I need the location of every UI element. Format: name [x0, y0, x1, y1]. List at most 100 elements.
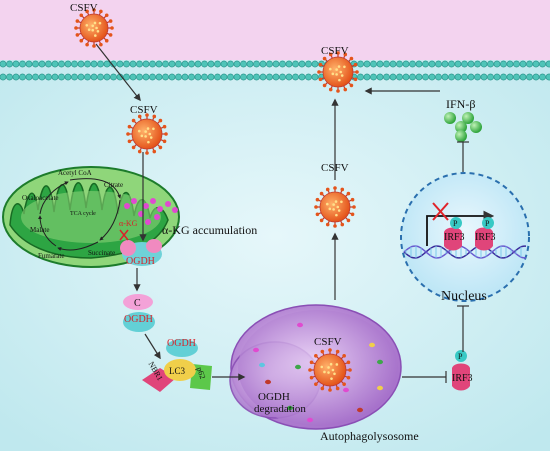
membrane-head-inner	[19, 73, 26, 81]
degraded-fragment	[369, 342, 375, 348]
succinate-label: Succinate	[88, 249, 115, 257]
alpha-kg-dot	[172, 207, 178, 213]
membrane-head-inner	[58, 73, 65, 81]
membrane-head-inner	[532, 73, 540, 81]
membrane-head-inner	[162, 73, 169, 81]
membrane-head-inner	[97, 73, 104, 81]
acetyl-coa-label: Acetyl CoA	[58, 169, 92, 177]
degraded-fragment	[357, 407, 363, 413]
membrane-head-outer	[279, 60, 286, 68]
dna-strand-2	[403, 245, 526, 259]
autophagolysosome-label: Autophagolysosome	[320, 429, 419, 443]
membrane-head-outer	[188, 60, 195, 68]
membrane-head-inner	[240, 73, 247, 81]
membrane-head-inner	[207, 73, 215, 81]
csfv-cytoplasm-icon	[314, 186, 356, 228]
membrane-head-outer	[415, 60, 423, 68]
membrane-head-inner	[0, 73, 7, 81]
phospho-left-icon	[450, 217, 462, 229]
membrane-head-inner	[25, 73, 33, 81]
ifn-beta-molecule	[455, 121, 467, 133]
membrane-head-outer	[123, 60, 130, 68]
membrane-head-inner	[357, 73, 364, 81]
ogdh-red-x-icon	[119, 229, 129, 241]
membrane-head-inner	[422, 73, 429, 81]
degraded-fragment	[377, 385, 383, 391]
ifn-beta-label: IFN-β	[446, 97, 475, 111]
ogdh-mito-label: OGDH	[126, 256, 155, 267]
membrane-head-outer	[422, 60, 429, 68]
phospho-cytoplasm-icon	[455, 350, 467, 362]
membrane-head-outer	[396, 60, 403, 68]
membrane-head-outer	[428, 60, 436, 68]
membrane-head-outer	[168, 60, 176, 68]
degraded-fragment	[259, 362, 265, 368]
lc3-label: LC3	[169, 366, 186, 376]
irf3-right-label: IRF3	[475, 232, 496, 243]
membrane-head-outer	[259, 60, 267, 68]
irf3-left-label: IRF3	[444, 232, 465, 243]
malate-label: Malate	[30, 226, 49, 234]
membrane-head-inner	[220, 73, 228, 81]
membrane-head-outer	[77, 60, 85, 68]
membrane-head-outer	[103, 60, 111, 68]
membrane-head-inner	[175, 73, 182, 81]
membrane-head-inner	[214, 73, 221, 81]
membrane-head-inner	[194, 73, 202, 81]
membrane-head-outer	[90, 60, 98, 68]
ogdh-mitochondrial: OGDH	[120, 239, 162, 267]
membrane-head-outer	[142, 60, 150, 68]
membrane-head-inner	[539, 73, 546, 81]
membrane-head-inner	[149, 73, 156, 81]
membrane-head-outer	[162, 60, 169, 68]
alpha-kg-dot	[143, 203, 149, 209]
csfv-particles	[74, 8, 359, 392]
inhibition-cross-icon	[432, 202, 449, 221]
tca-cycle	[38, 178, 122, 251]
csfv-autophagolysosome-icon	[308, 348, 352, 392]
membrane-head-outer	[194, 60, 202, 68]
csfv-extracellular-label: CSFV	[70, 2, 98, 14]
irf3-nuclear-right: IRF3 P	[475, 217, 496, 251]
csfv-entered-icon	[126, 113, 168, 155]
membrane-head-outer	[240, 60, 247, 68]
p62-label: p62	[195, 366, 208, 380]
degraded-fragment	[265, 379, 271, 385]
membrane-head-inner	[279, 73, 286, 81]
alpha-kg-dot	[165, 201, 171, 207]
citrate-label: Citrate	[104, 181, 123, 189]
membrane-head-outer	[129, 60, 137, 68]
membrane-head-outer	[545, 60, 550, 68]
membrane-head-outer	[201, 60, 208, 68]
membrane-head-inner	[500, 73, 507, 81]
degraded-fragment	[253, 347, 259, 353]
membrane-head-inner	[519, 73, 527, 81]
membrane-head-inner	[12, 73, 20, 81]
membrane-head-outer	[532, 60, 540, 68]
complex-ogdh-label: OGDH	[124, 314, 153, 325]
ogdh-degradation-label-2: degradation	[254, 403, 306, 415]
ogdh-degradation-label-1: OGDH	[258, 391, 290, 403]
ifn-beta-molecule	[462, 112, 474, 124]
alpha-kg-dot	[150, 198, 156, 204]
membrane-head-outer	[513, 60, 520, 68]
membrane-head-inner	[227, 73, 234, 81]
membrane-head-inner	[370, 73, 377, 81]
membrane-head-outer	[285, 60, 293, 68]
membrane-head-inner	[409, 73, 416, 81]
membrane-head-inner	[298, 73, 306, 81]
membrane-head-inner	[32, 73, 39, 81]
membrane-head-outer	[467, 60, 475, 68]
membrane-head-inner	[38, 73, 46, 81]
irf3-nuclear-left: IRF3 P	[444, 217, 465, 251]
membrane-head-outer	[214, 60, 221, 68]
membrane-head-inner	[45, 73, 52, 81]
membrane-head-outer	[266, 60, 273, 68]
membrane-head-inner	[233, 73, 241, 81]
ifn-beta-molecule	[470, 121, 482, 133]
membrane-head-inner	[266, 73, 273, 81]
membrane-head-inner	[201, 73, 208, 81]
alpha-kg-accumulation-label: α-KG accumulation	[162, 223, 257, 237]
